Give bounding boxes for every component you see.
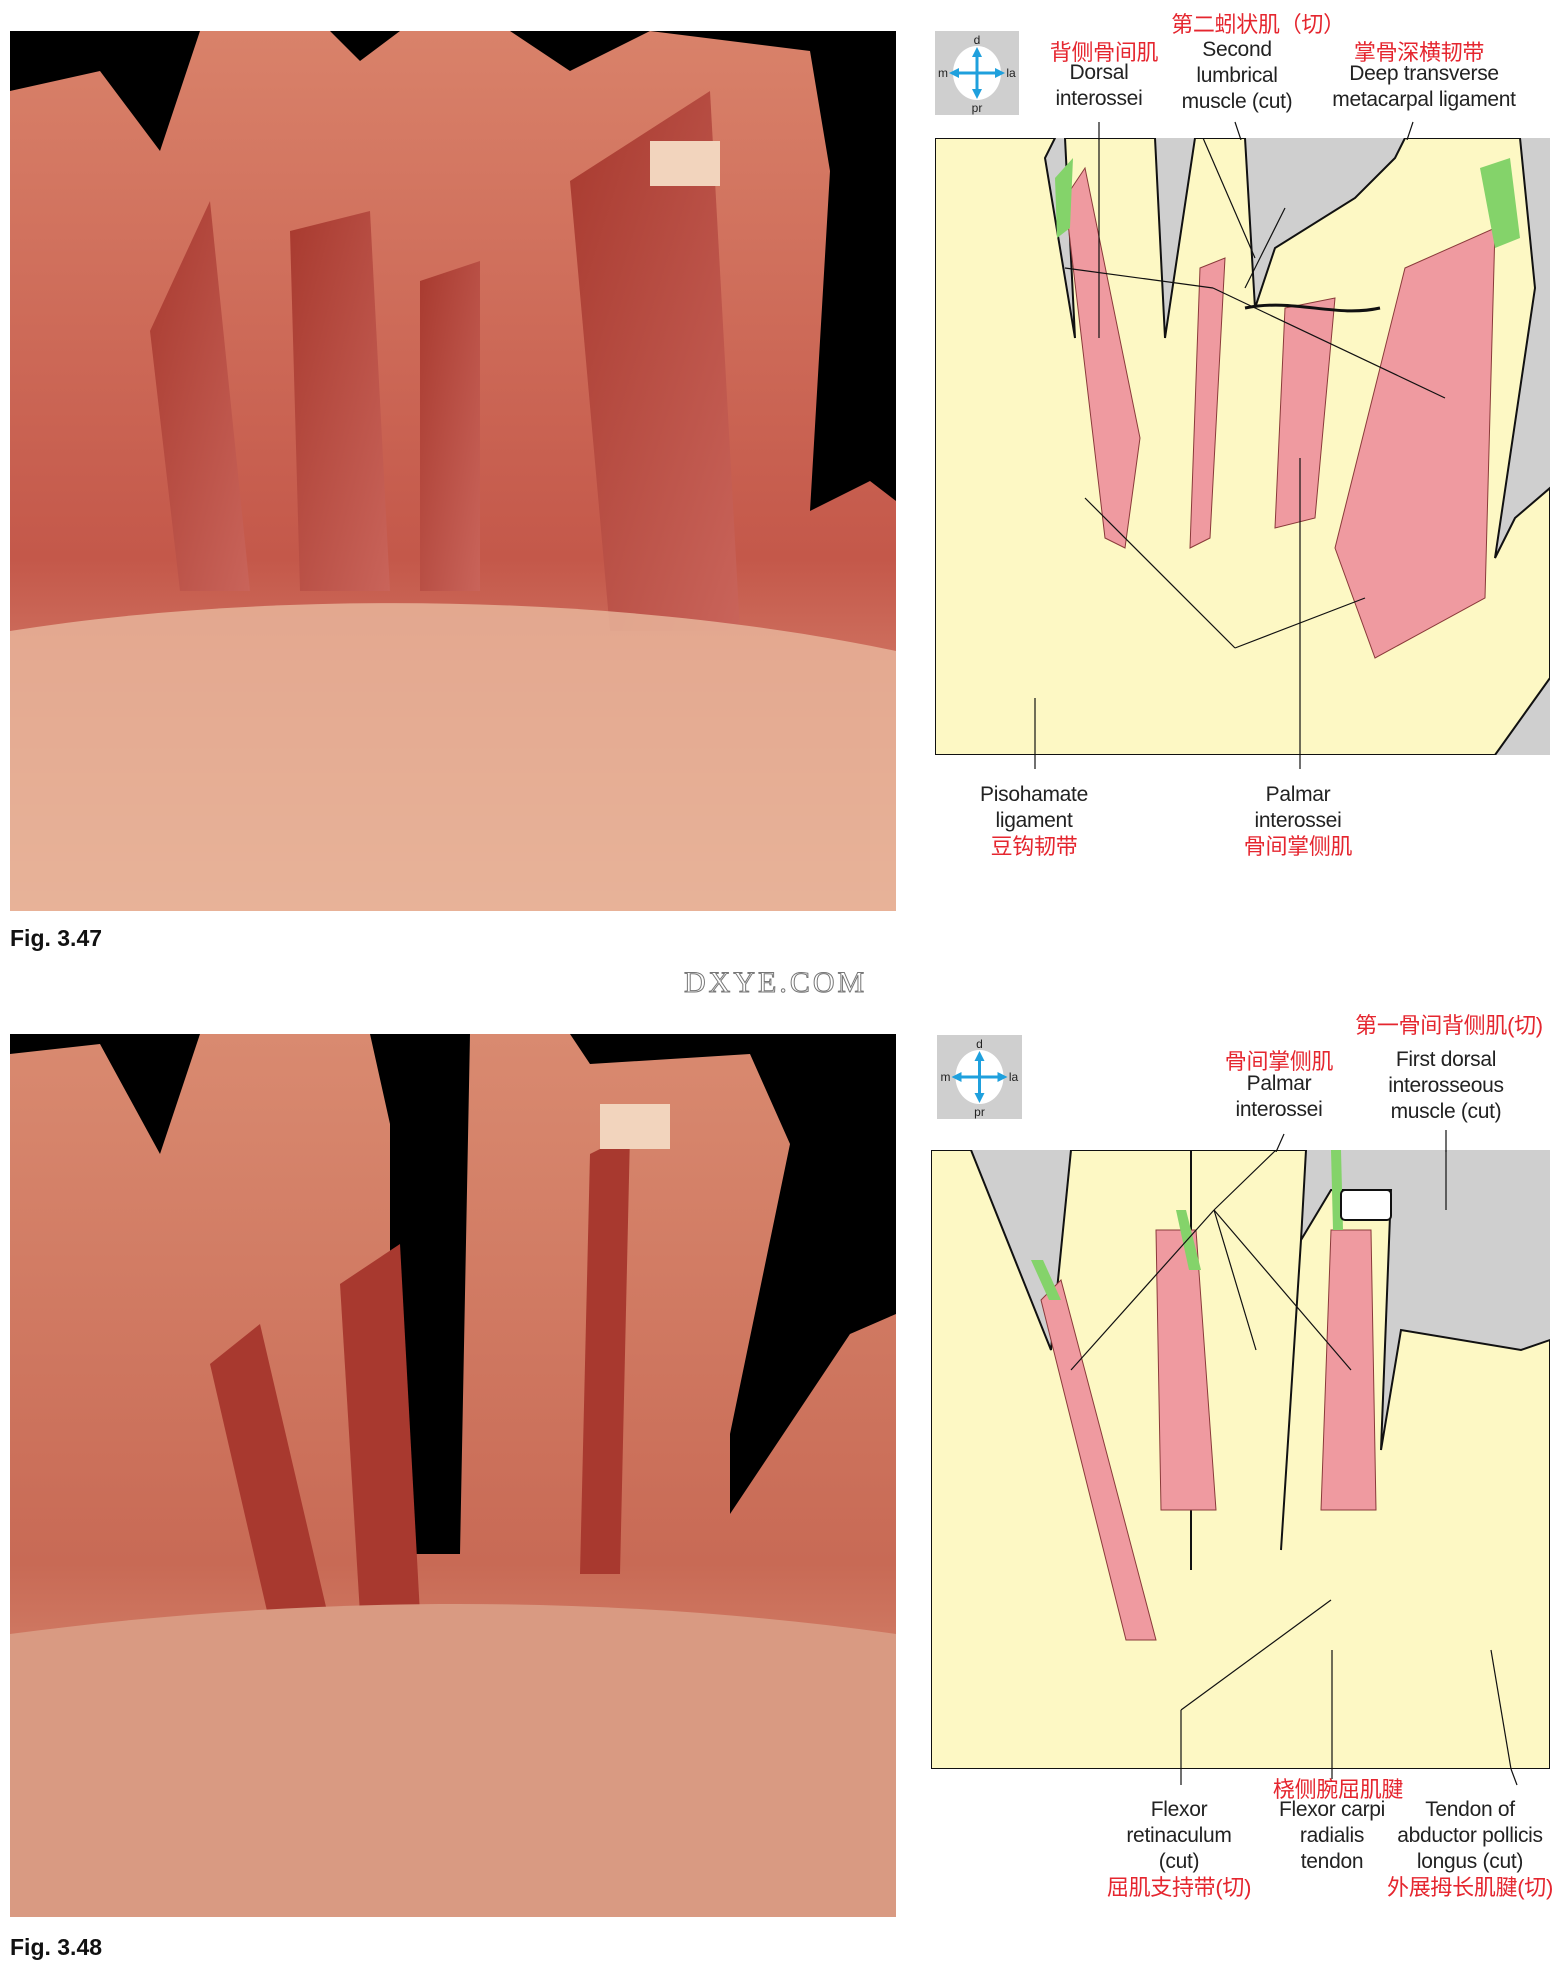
- label-line-cn: 外展拇长肌腱(切): [1387, 1875, 1553, 1900]
- nail: [600, 1104, 670, 1149]
- compass-d: d: [976, 1037, 983, 1051]
- leader-lines-bottom-2: [1180, 1769, 1518, 1786]
- figure-caption: Fig. 3.48: [10, 1934, 103, 1960]
- nail: [650, 141, 720, 186]
- label-palmar-interossei-en: Palmar interossei: [1236, 1071, 1323, 1123]
- label-line: abductor pollicis: [1397, 1824, 1543, 1847]
- orientation-compass: d pr m la: [935, 31, 1019, 115]
- label-line: interossei: [1235, 1098, 1323, 1121]
- label-first-dorsal-cn: 第一骨间背侧肌(切): [1355, 1013, 1543, 1038]
- label-palmar-interossei: Palmar interossei 骨间掌侧肌: [1244, 782, 1353, 860]
- label-line-cn: 骨间掌侧肌: [1243, 834, 1353, 859]
- label-line: Flexor: [1150, 1798, 1208, 1821]
- label-line-cn: 屈肌支持带(切): [1106, 1875, 1252, 1900]
- label-line: Dorsal: [1069, 61, 1129, 84]
- label-line: Palmar: [1246, 1072, 1312, 1095]
- label-apl: Tendon of abductor pollicis longus (cut)…: [1387, 1797, 1553, 1901]
- label-line: lumbrical: [1196, 64, 1278, 87]
- label-line: Tendon of: [1425, 1798, 1515, 1821]
- label-fcr-cn: 桡侧腕屈肌腱: [1272, 1777, 1404, 1802]
- watermark: DXYE.COM: [683, 966, 868, 1000]
- label-line: tendon: [1300, 1850, 1364, 1873]
- label-line: ligament: [995, 809, 1073, 832]
- label-line: interossei: [1055, 87, 1143, 110]
- leader-lines-top-1: [1098, 121, 1414, 140]
- orientation-compass: d pr m la: [937, 1035, 1022, 1119]
- label-line: muscle (cut): [1390, 1100, 1502, 1123]
- label-line: First dorsal: [1395, 1048, 1497, 1071]
- compass-pr: pr: [972, 101, 983, 115]
- label-line: (cut): [1158, 1850, 1200, 1873]
- label-line: radialis: [1299, 1824, 1365, 1847]
- dissection-photo-fig-3-47: [10, 31, 896, 911]
- leader-lines-top-2: [1275, 1130, 1447, 1152]
- compass-la: la: [1006, 66, 1016, 80]
- label-line: muscle (cut): [1181, 90, 1293, 113]
- label-palmar-interossei-cn: 骨间掌侧肌: [1224, 1049, 1334, 1074]
- compass-d: d: [974, 33, 981, 47]
- label-line: interosseous: [1388, 1074, 1504, 1097]
- dorsal-interosseous-muscle: [1064, 166, 1141, 549]
- label-second-lumbrical-cn: 第二蚓状肌（切）: [1171, 12, 1345, 37]
- label-dorsal-interossei-cn: 背侧骨间肌: [1049, 40, 1159, 65]
- compass-pr: pr: [974, 1105, 985, 1119]
- label-line: interossei: [1254, 809, 1342, 832]
- anatomy-diagram-fig-3-48: [931, 1150, 1550, 1769]
- label-line: Second: [1202, 38, 1272, 61]
- label-second-lumbrical-en: Second lumbrical muscle (cut): [1182, 37, 1293, 115]
- compass-m: m: [938, 66, 948, 80]
- label-line: Palmar: [1265, 783, 1331, 806]
- label-fcr-en: Flexor carpi radialis tendon: [1279, 1797, 1385, 1875]
- label-deep-transverse-cn: 掌骨深横韧带: [1353, 40, 1485, 65]
- compass-la: la: [1009, 1070, 1019, 1084]
- label-dorsal-interossei-en: Dorsal interossei: [1056, 60, 1143, 112]
- label-line: Deep transverse: [1349, 62, 1499, 85]
- dissection-photo-fig-3-48: [10, 1034, 896, 1917]
- label-line: Flexor carpi: [1278, 1798, 1386, 1821]
- label-line: Pisohamate: [980, 783, 1088, 806]
- label-first-dorsal-en: First dorsal interosseous muscle (cut): [1388, 1047, 1504, 1125]
- label-line-cn: 豆钩韧带: [990, 834, 1078, 859]
- label-line: longus (cut): [1416, 1850, 1524, 1873]
- compass-m: m: [941, 1070, 951, 1084]
- label-line: metacarpal ligament: [1332, 88, 1516, 111]
- label-flexor-retinaculum: Flexor retinaculum (cut) 屈肌支持带(切): [1106, 1797, 1252, 1901]
- label-pisohamate: Pisohamate ligament 豆钩韧带: [980, 782, 1088, 860]
- figure-caption: Fig. 3.47: [10, 925, 103, 951]
- label-deep-transverse-en: Deep transverse metacarpal ligament: [1332, 61, 1516, 113]
- leader-lines-bottom-1: [1034, 755, 1301, 769]
- label-line: retinaculum: [1126, 1824, 1232, 1847]
- anatomy-diagram-fig-3-47: [935, 138, 1550, 755]
